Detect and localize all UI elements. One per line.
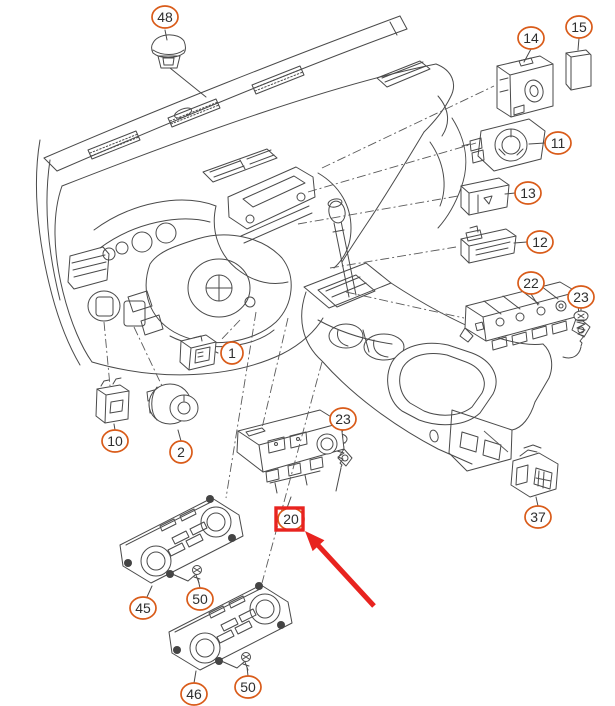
locator-leader-lines bbox=[104, 86, 494, 583]
part-11-rotary-switch bbox=[462, 119, 545, 171]
gear-shifter bbox=[304, 198, 391, 308]
callout-number: 10 bbox=[107, 433, 123, 449]
callout-22-6[interactable]: 22 bbox=[517, 271, 545, 295]
part-2-headlight-switch bbox=[147, 384, 198, 441]
callout-circle bbox=[329, 407, 357, 431]
part-20-switch-panel bbox=[237, 410, 352, 508]
center-console bbox=[302, 283, 552, 471]
callout-circle bbox=[567, 285, 595, 309]
part-13-switch bbox=[461, 178, 515, 215]
part-37-switch bbox=[511, 445, 558, 506]
part-1-switch bbox=[180, 335, 218, 370]
callout-20-12[interactable]: 20 bbox=[274, 506, 305, 532]
left-dash-vent bbox=[68, 247, 109, 289]
part-50-screw-top bbox=[170, 566, 202, 589]
callout-number: 22 bbox=[523, 275, 539, 291]
callout-number: 13 bbox=[520, 185, 536, 201]
part-45-climate-control bbox=[120, 495, 243, 597]
callout-number: 2 bbox=[177, 444, 185, 460]
part-48-sensor bbox=[152, 30, 207, 97]
steering-column bbox=[128, 235, 291, 347]
callout-50-15[interactable]: 50 bbox=[186, 587, 214, 611]
callout-circle bbox=[220, 341, 244, 365]
callout-number: 48 bbox=[157, 9, 173, 25]
callout-number: 46 bbox=[186, 686, 202, 702]
callout-number: 12 bbox=[532, 234, 548, 250]
highlight-arrow-shaft bbox=[313, 541, 376, 608]
callout-37-13[interactable]: 37 bbox=[524, 505, 552, 529]
callout-13-4[interactable]: 13 bbox=[514, 181, 542, 205]
instrument-cluster bbox=[94, 200, 216, 260]
part-10-switch bbox=[96, 378, 129, 430]
callout-circle bbox=[517, 271, 545, 295]
callout-number: 37 bbox=[530, 509, 546, 525]
part-50-screw-bottom bbox=[219, 653, 251, 677]
switch-mount-holes bbox=[88, 291, 146, 327]
callout-circle bbox=[151, 5, 179, 29]
highlight-box bbox=[274, 506, 305, 532]
part-23-screw-right bbox=[563, 309, 588, 358]
callout-45-14[interactable]: 45 bbox=[129, 596, 157, 620]
callout-14-1[interactable]: 14 bbox=[517, 26, 545, 50]
defroster-cowl bbox=[44, 16, 407, 171]
part-15-cap bbox=[566, 38, 591, 90]
callout-circle bbox=[186, 587, 214, 611]
callout-10-10[interactable]: 10 bbox=[101, 429, 129, 453]
callout-number: 23 bbox=[573, 289, 589, 305]
callout-15-2[interactable]: 15 bbox=[565, 15, 593, 39]
callout-48-0[interactable]: 48 bbox=[151, 5, 179, 29]
part-46-climate-control bbox=[169, 582, 292, 683]
callout-2-11[interactable]: 2 bbox=[169, 440, 193, 464]
center-stack-radio bbox=[214, 167, 351, 284]
callout-number: 50 bbox=[240, 679, 256, 695]
callout-circle bbox=[544, 131, 572, 155]
callout-circle bbox=[101, 429, 129, 453]
callout-number: 45 bbox=[135, 600, 151, 616]
highlight-arrow-head bbox=[305, 531, 325, 552]
callout-12-5[interactable]: 12 bbox=[526, 230, 554, 254]
callout-11-3[interactable]: 11 bbox=[544, 131, 572, 155]
part-12-control-module bbox=[461, 226, 527, 263]
callout-1-8[interactable]: 1 bbox=[220, 341, 244, 365]
callout-number: 23 bbox=[335, 411, 351, 427]
callout-number: 1 bbox=[228, 345, 236, 361]
console-to-part-leader bbox=[484, 431, 508, 452]
callout-number: 15 bbox=[571, 19, 587, 35]
callout-23-7[interactable]: 23 bbox=[567, 285, 595, 309]
callout-circle bbox=[517, 26, 545, 50]
center-dash-vents bbox=[203, 149, 277, 182]
callout-circle bbox=[169, 440, 193, 464]
callout-number: 11 bbox=[551, 135, 566, 151]
part-14-socket bbox=[497, 49, 553, 117]
highlight-layer bbox=[305, 531, 376, 608]
callout-circle bbox=[129, 596, 157, 620]
callout-number: 20 bbox=[283, 511, 299, 527]
callout-50-17[interactable]: 50 bbox=[234, 675, 262, 699]
callout-circle bbox=[524, 505, 552, 529]
callout-circle bbox=[565, 15, 593, 39]
part-22-switch-panel bbox=[460, 282, 590, 350]
callout-46-16[interactable]: 46 bbox=[180, 682, 208, 706]
callout-23-9[interactable]: 23 bbox=[329, 407, 357, 431]
right-dash-vent bbox=[377, 61, 430, 87]
callout-number: 50 bbox=[192, 591, 208, 607]
callout-layer: 48 14 15 11 13 12 22 23 1 23 10 2 20 37 45 50 46 50 bbox=[101, 5, 595, 706]
callout-number: 14 bbox=[523, 30, 539, 46]
callout-circle bbox=[180, 682, 208, 706]
callout-circle bbox=[234, 675, 262, 699]
callout-circle bbox=[526, 230, 554, 254]
callout-circle bbox=[514, 181, 542, 205]
